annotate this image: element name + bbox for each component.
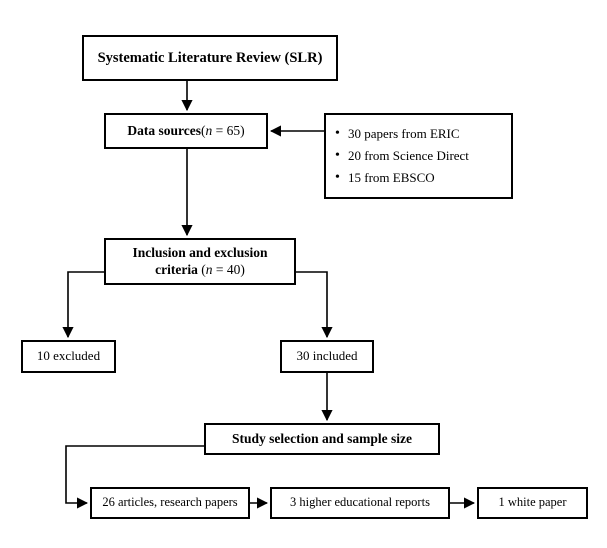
sources-bullet-list: 30 papers from ERIC 20 from Science Dire… bbox=[326, 120, 511, 193]
node-excluded-label: 10 excluded bbox=[36, 348, 101, 364]
criteria-count-var: n bbox=[205, 261, 213, 277]
criteria-line2-prefix: criteria bbox=[155, 261, 202, 277]
criteria-line1: Inclusion and exclusion bbox=[132, 244, 268, 260]
list-item: 15 from EBSCO bbox=[335, 169, 507, 187]
node-articles-research-papers[interactable]: 26 articles, research papers bbox=[90, 487, 250, 519]
node-systematic-literature-review[interactable]: Systematic Literature Review (SLR) bbox=[82, 35, 338, 81]
data-sources-count-var: n bbox=[205, 122, 213, 138]
node-title-label: Systematic Literature Review (SLR) bbox=[97, 49, 323, 66]
node-articles-label: 26 articles, research papers bbox=[102, 495, 238, 510]
data-sources-count-open: ( bbox=[201, 122, 206, 138]
node-excluded[interactable]: 10 excluded bbox=[21, 340, 116, 373]
node-whitepaper-label: 1 white paper bbox=[498, 495, 567, 510]
node-reports-label: 3 higher educational reports bbox=[290, 495, 430, 510]
node-higher-educational-reports[interactable]: 3 higher educational reports bbox=[270, 487, 450, 519]
list-item: 30 papers from ERIC bbox=[335, 125, 507, 143]
data-sources-count-value: = 65) bbox=[212, 122, 245, 138]
node-study-selection-label: Study selection and sample size bbox=[231, 430, 412, 446]
edge-criteria-to-excluded bbox=[62, 271, 104, 339]
node-data-sources[interactable]: Data sources(n = 65) bbox=[104, 113, 268, 149]
list-item: 20 from Science Direct bbox=[335, 147, 507, 165]
node-sources-list[interactable]: 30 papers from ERIC 20 from Science Dire… bbox=[324, 113, 513, 199]
node-included[interactable]: 30 included bbox=[280, 340, 374, 373]
node-white-paper[interactable]: 1 white paper bbox=[477, 487, 588, 519]
criteria-count-value: = 40) bbox=[212, 261, 245, 277]
node-data-sources-label: Data sources(n = 65) bbox=[121, 123, 250, 140]
criteria-count-open: ( bbox=[201, 261, 206, 277]
node-included-label: 30 included bbox=[296, 348, 358, 364]
node-study-selection[interactable]: Study selection and sample size bbox=[204, 423, 440, 455]
edge-criteria-to-included bbox=[296, 271, 333, 339]
data-sources-text: Data sources bbox=[127, 122, 201, 138]
